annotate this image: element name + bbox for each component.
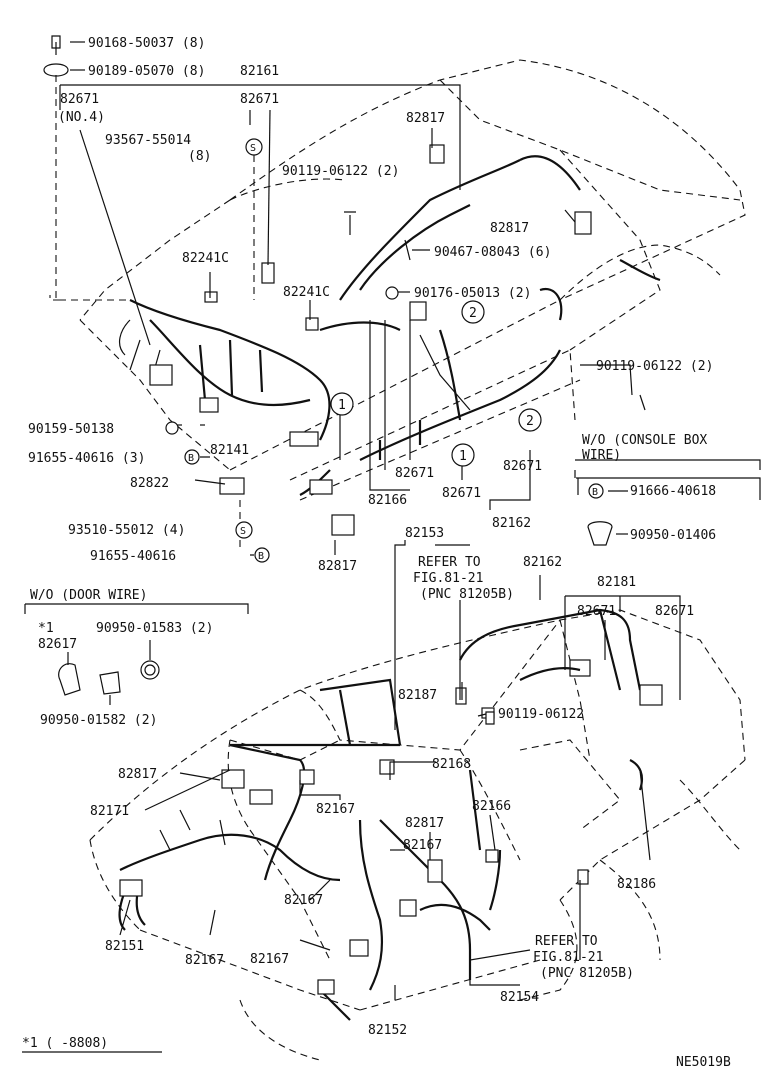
circle-marker-1b: 1 (459, 449, 467, 464)
label-refer1-c: (PNC 81205B) (420, 587, 514, 602)
label-82171: 82171 (90, 804, 129, 819)
label-82671-d: 82671 (442, 486, 481, 501)
label-82817-a: 82817 (406, 111, 445, 126)
circle-marker-2b: 2 (526, 414, 534, 429)
label-82671-e: 82671 (577, 604, 616, 619)
label-82181: 82181 (597, 575, 636, 590)
label-refer2-b: FIG.81-21 (533, 950, 603, 965)
label-82817-e: 82817 (405, 816, 444, 831)
label-82186: 82186 (617, 877, 656, 892)
label-82167-d: 82167 (185, 953, 224, 968)
label-82241c-a: 82241C (182, 251, 229, 266)
label-refer1-b: FIG.81-21 (413, 571, 483, 586)
circle-marker-1a: 1 (338, 398, 346, 413)
label-82167-c: 82167 (284, 893, 323, 908)
label-91666: 91666-40618 (630, 484, 716, 499)
circle-marker-2a: 2 (469, 306, 477, 321)
footnote: *1 ( -8808) (22, 1036, 108, 1051)
label-refer1-a: REFER TO (418, 555, 481, 570)
label-82187: 82187 (398, 688, 437, 703)
label-91655-b: 91655-40616 (90, 549, 176, 564)
label-82166-a: 82166 (368, 493, 407, 508)
label-wo-door: W/O (DOOR WIRE) (30, 588, 147, 603)
label-82617: 82617 (38, 637, 77, 652)
label-refer2-a: REFER TO (535, 934, 598, 949)
label-90159: 90159-50138 (28, 422, 114, 437)
upper-callouts (43, 35, 761, 563)
label-82153: 82153 (405, 526, 444, 541)
label-82141: 82141 (210, 443, 249, 458)
label-wo-console: W/O (CONSOLE BOX (582, 433, 707, 448)
lower-car-body (89, 609, 746, 1061)
label-82162-b: 82162 (523, 555, 562, 570)
b-marker-1: B (188, 453, 194, 464)
label-82166-b: 82166 (472, 799, 511, 814)
label-82817-c: 82817 (318, 559, 357, 574)
s-marker-1: S (250, 143, 256, 154)
label-82671-a: 82671 (240, 92, 279, 107)
upper-car-body (49, 59, 746, 501)
label-90119-b: 90119-06122 (2) (596, 359, 713, 374)
label-82152: 82152 (368, 1023, 407, 1038)
label-90189: 90189-05070 (8) (88, 64, 205, 79)
part-labels: 90168-50037 (8) 90189-05070 (8) 82161 82… (22, 36, 731, 1070)
label-82822: 82822 (130, 476, 169, 491)
label-82671-c: 82671 (503, 459, 542, 474)
label-90168: 90168-50037 (8) (88, 36, 205, 51)
label-82162-a: 82162 (492, 516, 531, 531)
label-82161: 82161 (240, 64, 279, 79)
s-marker-2: S (240, 526, 246, 537)
label-82241c-b: 82241C (283, 285, 330, 300)
label-82168: 82168 (432, 757, 471, 772)
label-wo-console-2: WIRE) (582, 448, 621, 463)
label-82817-d: 82817 (118, 767, 157, 782)
label-82671-b: 82671 (395, 466, 434, 481)
b-marker-3: B (592, 487, 598, 498)
label-90467: 90467-08043 (6) (434, 245, 551, 260)
label-93510: 93510-55012 (4) (68, 523, 185, 538)
label-82671-f: 82671 (655, 604, 694, 619)
label-90950-01582: 90950-01582 (2) (40, 713, 157, 728)
label-82167-a: 82167 (316, 802, 355, 817)
label-90119-a: 90119-06122 (2) (282, 164, 399, 179)
door-wire-inset (24, 603, 249, 705)
label-90176: 90176-05013 (2) (414, 286, 531, 301)
label-82151: 82151 (105, 939, 144, 954)
label-82154: 82154 (500, 990, 539, 1005)
label-82817-b: 82817 (490, 221, 529, 236)
label-82671-no4: 82671 (60, 92, 99, 107)
diagram-code: NE5019B (676, 1055, 731, 1070)
label-90950-01406: 90950-01406 (630, 528, 716, 543)
b-marker-2: B (258, 551, 264, 562)
label-90950-01583: 90950-01583 (2) (96, 621, 213, 636)
label-93567-qty: (8) (188, 149, 211, 164)
label-90119-c: 90119-06122 (498, 707, 584, 722)
label-82167-b: 82167 (403, 838, 442, 853)
upper-harness (118, 144, 661, 536)
label-no4: (NO.4) (58, 110, 105, 125)
console-box-bracket (575, 459, 761, 470)
label-star1: *1 (38, 621, 54, 636)
lower-callouts (119, 540, 681, 1000)
label-93567: 93567-55014 (105, 133, 191, 148)
label-82167-e: 82167 (250, 952, 289, 967)
label-refer2-c: (PNC 81205B) (540, 966, 634, 981)
label-91655-a: 91655-40616 (3) (28, 451, 145, 466)
